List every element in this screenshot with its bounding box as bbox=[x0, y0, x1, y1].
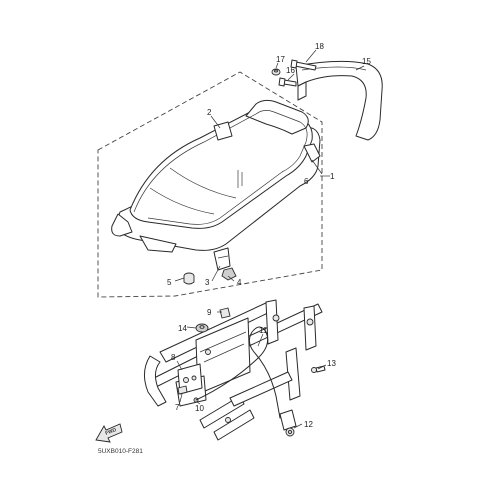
callout-16: 16 bbox=[286, 66, 295, 75]
seat-assembly-boundary bbox=[97, 71, 323, 298]
callout-6: 6 bbox=[304, 177, 309, 186]
callout-3: 3 bbox=[205, 278, 210, 287]
callout-15: 15 bbox=[362, 57, 371, 66]
damper-5[interactable] bbox=[183, 272, 195, 285]
callout-9: 9 bbox=[207, 308, 212, 317]
callout-labels: 1 2 3 4 5 6 7 8 9 10 11 12 13 14 15 16 1… bbox=[167, 42, 371, 429]
lock-assembly-12[interactable] bbox=[279, 409, 297, 437]
rear-frame bbox=[144, 299, 323, 441]
collar-17[interactable] bbox=[271, 68, 281, 76]
callout-13: 13 bbox=[327, 359, 336, 368]
fwd-arrow-icon: FWD bbox=[95, 423, 123, 443]
callout-12: 12 bbox=[304, 420, 313, 429]
damper-4[interactable] bbox=[221, 267, 237, 281]
bolt-18[interactable] bbox=[290, 59, 317, 71]
lock-cable-11[interactable] bbox=[195, 326, 281, 419]
grommet-14[interactable] bbox=[195, 323, 209, 333]
callout-1: 1 bbox=[330, 172, 335, 181]
diagram-code: 5UXB010-F281 bbox=[98, 448, 143, 455]
callout-18: 18 bbox=[315, 42, 324, 51]
callout-11: 11 bbox=[259, 326, 268, 335]
bolt-16[interactable] bbox=[278, 77, 297, 87]
callout-8: 8 bbox=[171, 353, 176, 362]
callout-14: 14 bbox=[178, 324, 187, 333]
callout-17: 17 bbox=[276, 55, 285, 64]
callout-10: 10 bbox=[195, 404, 204, 413]
nut-9[interactable] bbox=[219, 307, 231, 319]
grab-bar[interactable] bbox=[295, 60, 383, 141]
callout-4: 4 bbox=[237, 278, 242, 287]
seat[interactable] bbox=[111, 99, 321, 253]
screw-13[interactable] bbox=[311, 365, 326, 373]
clip-7[interactable] bbox=[177, 385, 188, 395]
callout-7: 7 bbox=[175, 403, 180, 412]
leader-lines bbox=[174, 49, 365, 429]
callout-2: 2 bbox=[207, 108, 212, 117]
seat-bracket[interactable] bbox=[213, 247, 231, 271]
callout-5: 5 bbox=[167, 278, 172, 287]
fwd-label: FWD bbox=[105, 427, 118, 437]
